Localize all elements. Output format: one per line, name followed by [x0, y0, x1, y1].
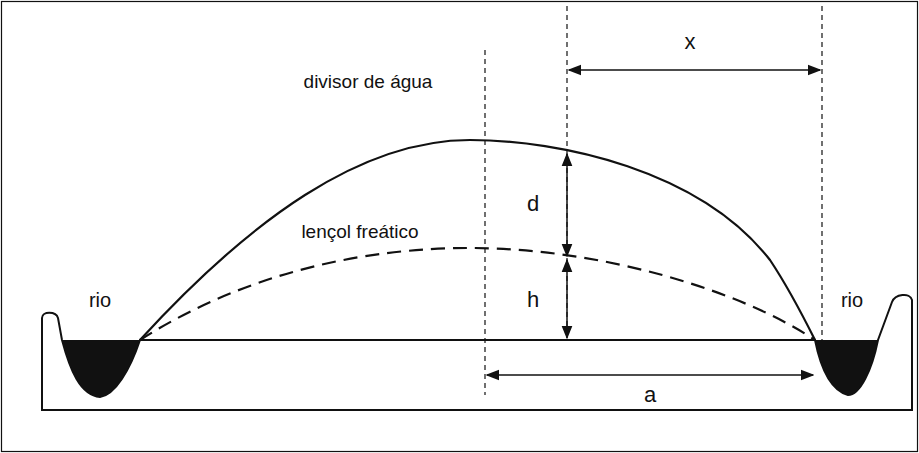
- dimension-arrow: [566, 154, 568, 256]
- divide-line: [484, 50, 485, 395]
- ground-profile: [42, 295, 912, 410]
- label: divisor de água: [302, 72, 435, 93]
- label: rio: [839, 289, 865, 311]
- reference-line: [566, 6, 567, 340]
- label: d: [525, 192, 541, 216]
- river-water: [62, 340, 140, 397]
- label: h: [525, 288, 541, 312]
- label: x: [683, 30, 698, 54]
- river-water: [815, 340, 878, 395]
- label: rio: [87, 289, 113, 311]
- dimension-arrow: [487, 374, 813, 376]
- dimension-arrow: [569, 69, 820, 71]
- ground-surface: [140, 140, 815, 340]
- dimension-arrow: [566, 260, 568, 338]
- label: a: [642, 383, 658, 407]
- label: lençol freático: [299, 222, 420, 243]
- reference-line: [821, 6, 822, 340]
- water-table: [140, 248, 815, 340]
- datum-line: [140, 339, 815, 340]
